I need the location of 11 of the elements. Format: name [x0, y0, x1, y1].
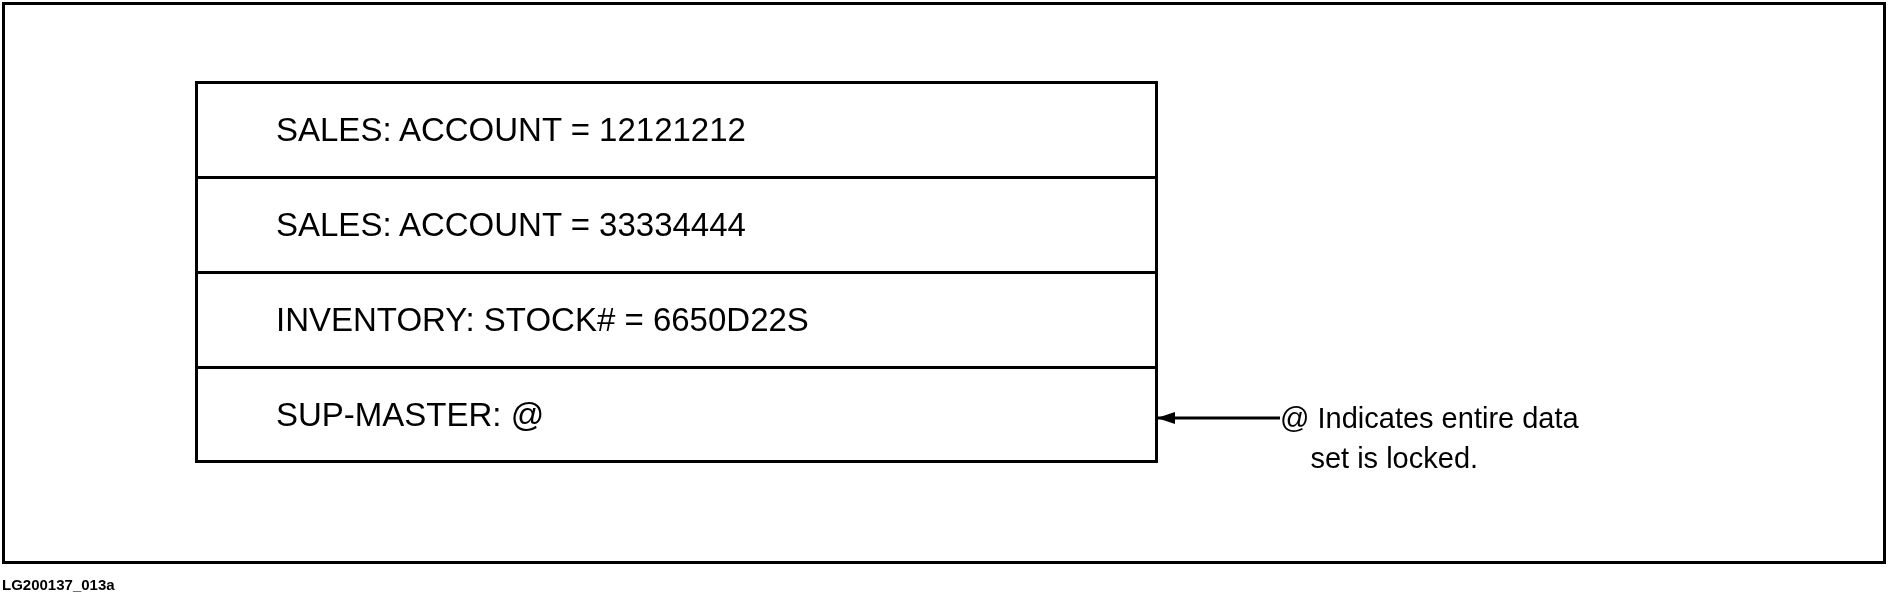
row-text: INVENTORY: STOCK# = 6650D22S [276, 300, 809, 341]
row-text: SALES: ACCOUNT = 33334444 [276, 205, 746, 246]
arrow [1157, 412, 1280, 424]
table-row [195, 271, 1158, 369]
row-text: SUP-MASTER: @ [276, 394, 545, 435]
figure-id: LG200137_013a [2, 575, 115, 595]
table-row [195, 366, 1158, 463]
note-text: @ Indicates entire data set is locked. [1280, 398, 1625, 478]
row-text: SALES: ACCOUNT = 12121212 [276, 110, 746, 151]
table-row [195, 176, 1158, 274]
table-row [195, 81, 1158, 179]
